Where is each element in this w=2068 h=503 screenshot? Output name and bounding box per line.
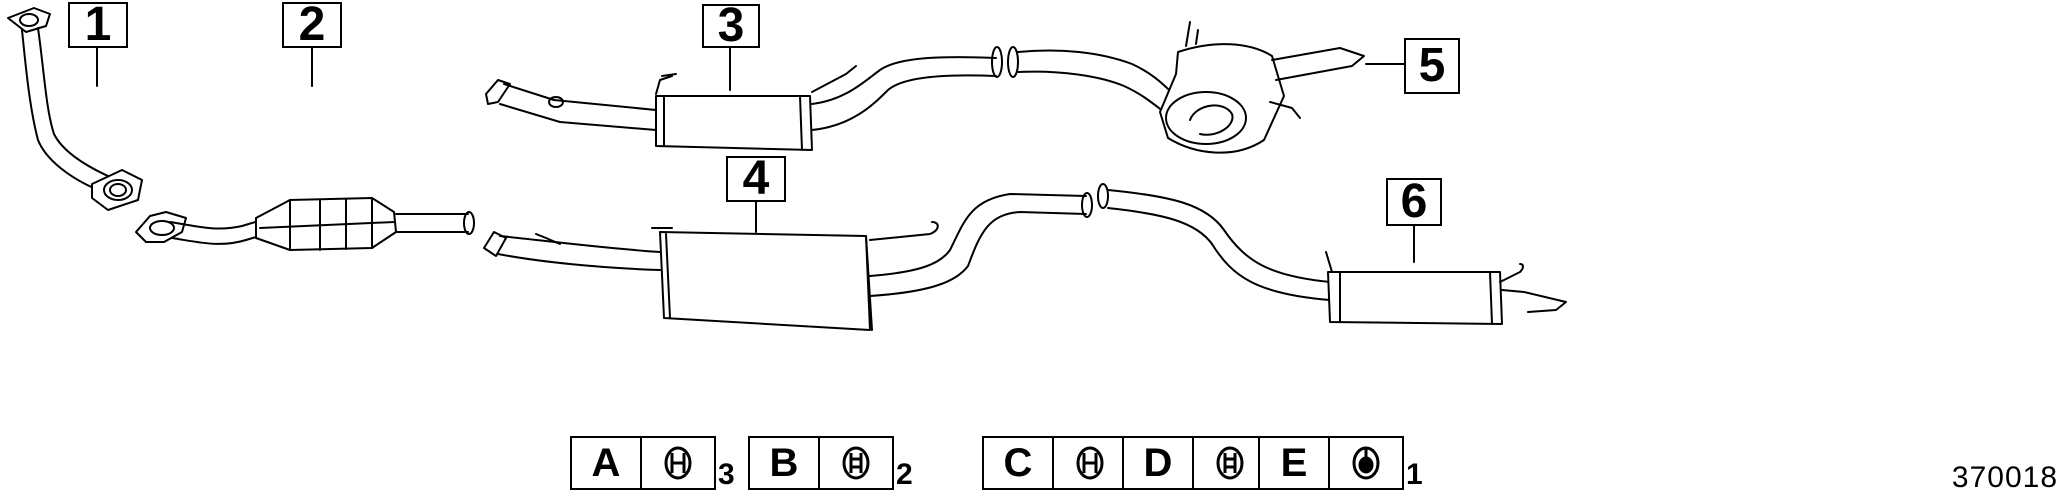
mounting-kit-box: D bbox=[1122, 436, 1268, 490]
mounting-kit-box: E bbox=[1258, 436, 1404, 490]
callout-5: 5 bbox=[1404, 38, 1460, 94]
kit-letter: B bbox=[750, 438, 820, 488]
front-downpipe-icon bbox=[7, 7, 143, 211]
kit-quantity: 3 bbox=[718, 458, 735, 491]
rubber-hanger-icon bbox=[1054, 438, 1126, 488]
callout-6: 6 bbox=[1386, 178, 1442, 226]
kit-letter: E bbox=[1260, 438, 1330, 488]
mounting-kit-b: B 2 bbox=[748, 436, 913, 490]
kit-letter: D bbox=[1124, 438, 1194, 488]
mounting-kit-e: E 1 bbox=[1258, 436, 1423, 490]
kit-letter: C bbox=[984, 438, 1054, 488]
callout-label: 5 bbox=[1418, 39, 1446, 92]
rubber-hanger-icon bbox=[820, 438, 892, 488]
rear-silencer-icon bbox=[1097, 183, 1567, 325]
kit-quantity: 1 bbox=[1406, 458, 1423, 491]
callout-2: 2 bbox=[282, 0, 342, 51]
callout-1: 1 bbox=[68, 0, 128, 51]
leader-lines bbox=[96, 43, 1415, 263]
callout-label: 1 bbox=[84, 0, 112, 51]
callout-label: 4 bbox=[742, 152, 770, 205]
rubber-hanger-icon bbox=[642, 438, 714, 488]
rubber-hanger-icon bbox=[1194, 438, 1266, 488]
mounting-kit-c: C 1 bbox=[982, 436, 1147, 490]
catalytic-converter-icon bbox=[135, 197, 475, 251]
rear-box-silencer-icon bbox=[1007, 21, 1365, 154]
mounting-kit-box: A bbox=[570, 436, 716, 490]
kit-quantity: 2 bbox=[896, 458, 913, 491]
callout-3: 3 bbox=[702, 0, 760, 52]
centre-silencer-long-icon bbox=[483, 192, 1093, 331]
mounting-kit-box: C bbox=[982, 436, 1128, 490]
mounting-kit-box: B bbox=[748, 436, 894, 490]
callout-label: 3 bbox=[717, 0, 745, 52]
callout-4: 4 bbox=[726, 152, 786, 205]
rubber-hanger-icon bbox=[1330, 438, 1402, 488]
mounting-kit-a: A 3 bbox=[570, 436, 735, 490]
centre-silencer-icon bbox=[485, 46, 1003, 151]
callout-label: 6 bbox=[1400, 175, 1428, 228]
reference-number: 370018 bbox=[1951, 461, 2058, 494]
callout-label: 2 bbox=[298, 0, 326, 51]
kit-letter: A bbox=[572, 438, 642, 488]
